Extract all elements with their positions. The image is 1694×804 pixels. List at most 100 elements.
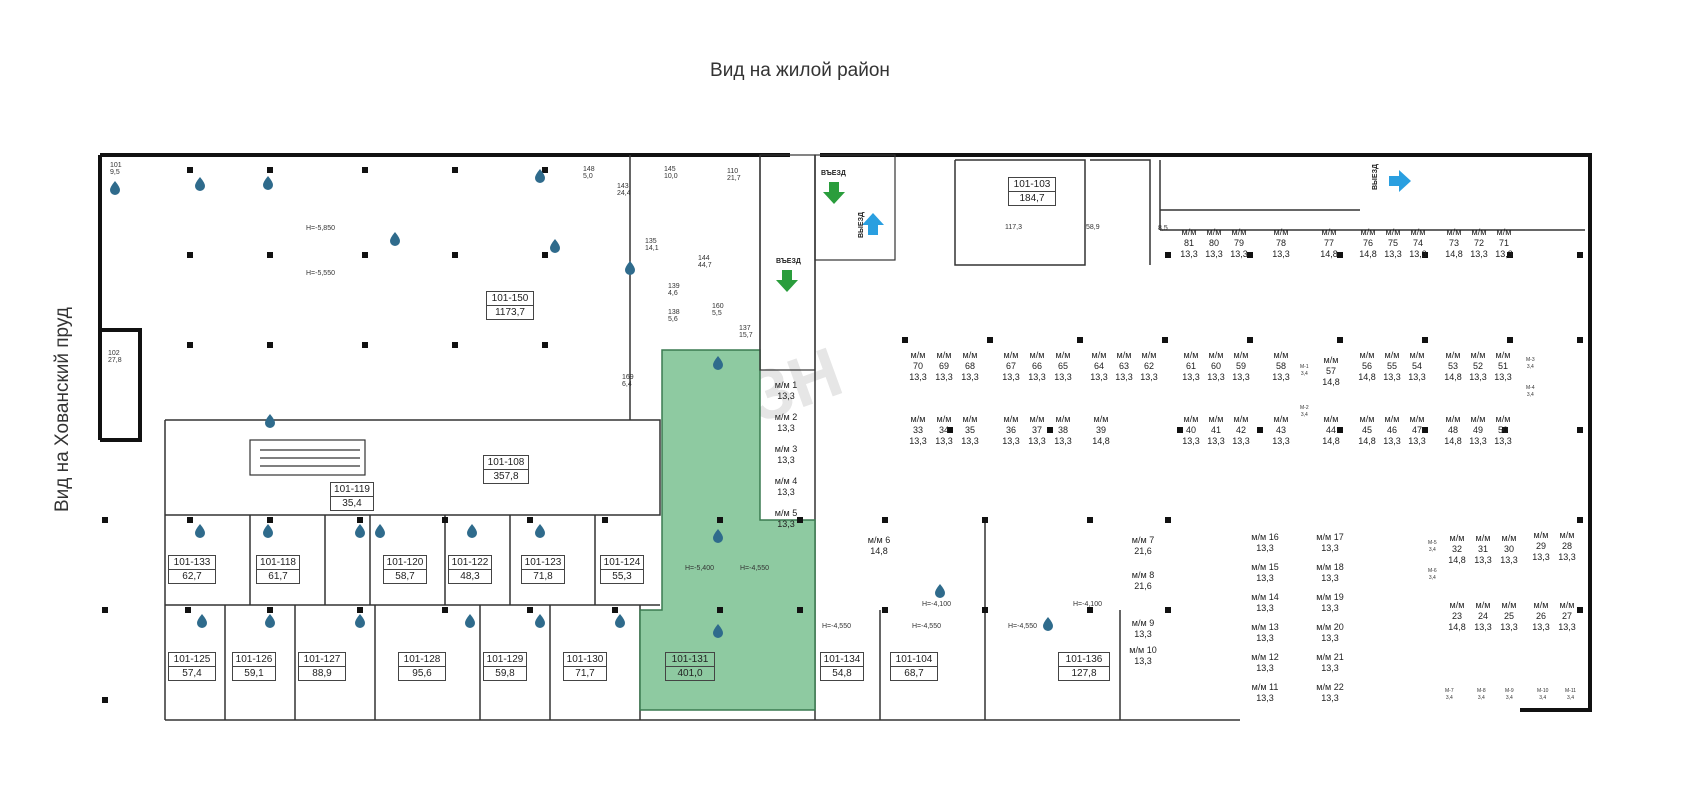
parking-space-68[interactable]: м/м 6813,3 [957, 350, 983, 383]
parking-space-24[interactable]: м/м 2413,3 [1470, 600, 1496, 633]
parking-space-22[interactable]: м/м 2213,3 [1315, 682, 1345, 704]
parking-space-34[interactable]: м/м 3413,3 [931, 414, 957, 447]
parking-space-39[interactable]: м/м 3914,8 [1088, 414, 1114, 447]
parking-space-26[interactable]: м/м 2613,3 [1528, 600, 1554, 633]
unit-101-125[interactable]: 101-12557,4 [168, 652, 216, 681]
unit-101-123[interactable]: 101-12371,8 [521, 555, 565, 584]
parking-space-67[interactable]: м/м 6713,3 [998, 350, 1024, 383]
parking-space-45[interactable]: м/м 4514,8 [1354, 414, 1380, 447]
parking-space-71[interactable]: м/м 7113,3 [1491, 227, 1517, 260]
parking-space-48[interactable]: м/м 4814,8 [1440, 414, 1466, 447]
parking-space-53[interactable]: м/м 5314,8 [1440, 350, 1466, 383]
parking-space-70[interactable]: м/м 7013,3 [905, 350, 931, 383]
moto-space-6[interactable]: М-63,4 [1428, 568, 1437, 582]
parking-space-47[interactable]: м/м 4713,3 [1404, 414, 1430, 447]
parking-space-3[interactable]: м/м 313,3 [773, 444, 799, 466]
parking-space-42[interactable]: м/м 4213,3 [1228, 414, 1254, 447]
moto-space-3[interactable]: М-33,4 [1526, 357, 1535, 371]
parking-space-60[interactable]: м/м 6013,3 [1203, 350, 1229, 383]
moto-space-9[interactable]: М-93,4 [1505, 688, 1514, 702]
parking-space-74[interactable]: м/м 7413,3 [1405, 227, 1431, 260]
unit-101-104[interactable]: 101-10468,7 [890, 652, 938, 681]
parking-space-28[interactable]: м/м 2813,3 [1554, 530, 1580, 563]
parking-space-65[interactable]: м/м 6513,3 [1050, 350, 1076, 383]
moto-space-1[interactable]: М-13,4 [1300, 364, 1309, 378]
moto-space-4[interactable]: М-43,4 [1526, 385, 1535, 399]
parking-space-32[interactable]: м/м 3214,8 [1444, 533, 1470, 566]
unit-101-118[interactable]: 101-11861,7 [256, 555, 300, 584]
parking-space-44[interactable]: м/м 4414,8 [1318, 414, 1344, 447]
moto-space-7[interactable]: М-73,4 [1445, 688, 1454, 702]
parking-space-21[interactable]: м/м 2113,3 [1315, 652, 1345, 674]
parking-space-38[interactable]: м/м 3813,3 [1050, 414, 1076, 447]
parking-space-52[interactable]: м/м 5213,3 [1465, 350, 1491, 383]
unit-101-119[interactable]: 101-11935,4 [330, 482, 374, 511]
parking-space-37[interactable]: м/м 3713,3 [1024, 414, 1050, 447]
parking-space-31[interactable]: м/м 3113,3 [1470, 533, 1496, 566]
parking-space-69[interactable]: м/м 6913,3 [931, 350, 957, 383]
parking-space-59[interactable]: м/м 5913,3 [1228, 350, 1254, 383]
parking-space-43[interactable]: м/м 4313,3 [1268, 414, 1294, 447]
unit-101-129[interactable]: 101-12959,8 [483, 652, 527, 681]
parking-space-50[interactable]: м/м 5013,3 [1490, 414, 1516, 447]
parking-space-62[interactable]: м/м 6213,3 [1136, 350, 1162, 383]
parking-space-79[interactable]: м/м 7913,3 [1226, 227, 1252, 260]
moto-space-11[interactable]: М-113,4 [1565, 688, 1576, 702]
parking-space-10[interactable]: м/м 1013,3 [1128, 645, 1158, 667]
parking-space-72[interactable]: м/м 7213,3 [1466, 227, 1492, 260]
unit-101-103[interactable]: 101-103184,7 [1008, 177, 1056, 206]
unit-101-136[interactable]: 101-136127,8 [1058, 652, 1110, 681]
parking-space-63[interactable]: м/м 6313,3 [1111, 350, 1137, 383]
parking-space-29[interactable]: м/м 2913,3 [1528, 530, 1554, 563]
parking-space-14[interactable]: м/м 1413,3 [1250, 592, 1280, 614]
parking-space-4[interactable]: м/м 413,3 [773, 476, 799, 498]
parking-space-1[interactable]: м/м 113,3 [773, 380, 799, 402]
parking-space-46[interactable]: м/м 4613,3 [1379, 414, 1405, 447]
parking-space-25[interactable]: м/м 2513,3 [1496, 600, 1522, 633]
unit-101-128[interactable]: 101-12895,6 [398, 652, 446, 681]
parking-space-18[interactable]: м/м 1813,3 [1315, 562, 1345, 584]
parking-space-30[interactable]: м/м 3013,3 [1496, 533, 1522, 566]
moto-space-2[interactable]: М-23,4 [1300, 405, 1309, 419]
parking-space-58[interactable]: м/м 5813,3 [1268, 350, 1294, 383]
parking-space-11[interactable]: м/м 1113,3 [1250, 682, 1280, 704]
parking-space-49[interactable]: м/м 4913,3 [1465, 414, 1491, 447]
parking-space-35[interactable]: м/м 3513,3 [957, 414, 983, 447]
parking-space-78[interactable]: м/м 7813,3 [1268, 227, 1294, 260]
unit-101-133[interactable]: 101-13362,7 [168, 555, 216, 584]
parking-space-20[interactable]: м/м 2013,3 [1315, 622, 1345, 644]
parking-space-80[interactable]: м/м 8013,3 [1201, 227, 1227, 260]
unit-101-120[interactable]: 101-12058,7 [383, 555, 427, 584]
parking-space-23[interactable]: м/м 2314,8 [1444, 600, 1470, 633]
parking-space-36[interactable]: м/м 3613,3 [998, 414, 1024, 447]
parking-space-56[interactable]: м/м 5614,8 [1354, 350, 1380, 383]
parking-space-57[interactable]: м/м 5714,8 [1318, 355, 1344, 388]
parking-space-40[interactable]: м/м 4013,3 [1178, 414, 1204, 447]
parking-space-54[interactable]: м/м 5413,3 [1404, 350, 1430, 383]
unit-101-131[interactable]: 101-131401,0 [665, 652, 715, 681]
parking-space-77[interactable]: м/м 7714,8 [1316, 227, 1342, 260]
parking-space-33[interactable]: м/м 3313,3 [905, 414, 931, 447]
moto-space-10[interactable]: М-103,4 [1537, 688, 1548, 702]
unit-101-130[interactable]: 101-13071,7 [563, 652, 607, 681]
parking-space-13[interactable]: м/м 1313,3 [1250, 622, 1280, 644]
unit-101-150[interactable]: 101-1501173,7 [486, 291, 534, 320]
moto-space-5[interactable]: М-53,4 [1428, 540, 1437, 554]
parking-space-41[interactable]: м/м 4113,3 [1203, 414, 1229, 447]
parking-space-81[interactable]: м/м 8113,3 [1176, 227, 1202, 260]
parking-space-12[interactable]: м/м 1213,3 [1250, 652, 1280, 674]
parking-space-9[interactable]: м/м 913,3 [1128, 618, 1158, 640]
moto-space-8[interactable]: М-83,4 [1477, 688, 1486, 702]
unit-101-124[interactable]: 101-12455,3 [600, 555, 644, 584]
unit-101-134[interactable]: 101-13454,8 [820, 652, 864, 681]
parking-space-75[interactable]: м/м 7513,3 [1380, 227, 1406, 260]
parking-space-66[interactable]: м/м 6613,3 [1024, 350, 1050, 383]
parking-space-51[interactable]: м/м 5113,3 [1490, 350, 1516, 383]
unit-101-126[interactable]: 101-12659,1 [232, 652, 276, 681]
parking-space-73[interactable]: м/м 7314,8 [1441, 227, 1467, 260]
unit-101-127[interactable]: 101-12788,9 [298, 652, 346, 681]
parking-space-17[interactable]: м/м 1713,3 [1315, 532, 1345, 554]
parking-space-64[interactable]: м/м 6413,3 [1086, 350, 1112, 383]
unit-101-122[interactable]: 101-12248,3 [448, 555, 492, 584]
parking-space-55[interactable]: м/м 5513,3 [1379, 350, 1405, 383]
